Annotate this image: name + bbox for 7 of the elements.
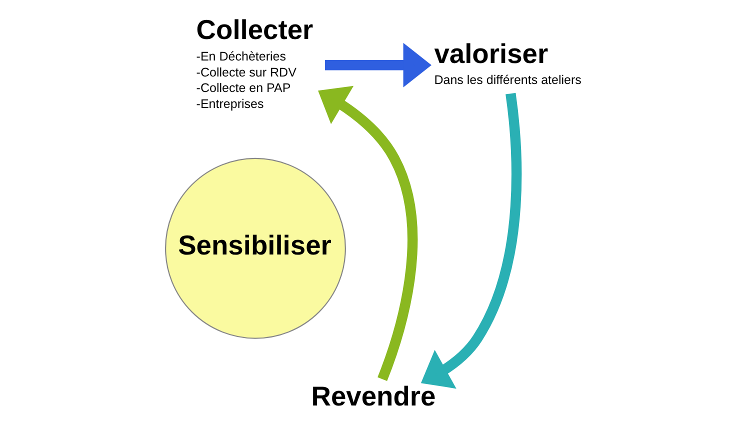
node-text: Revendre (310, 380, 436, 412)
arrow (318, 86, 418, 381)
node-text: valoriser Dans les différents ateliers (434, 38, 581, 88)
node-circle: Sensibiliser (164, 158, 346, 339)
node-text: Collecter -En Déchèteries -Collecte sur RDV -Collecte en PAP -Entreprises (196, 14, 313, 112)
arrow (420, 92, 522, 389)
arrow (324, 42, 431, 88)
